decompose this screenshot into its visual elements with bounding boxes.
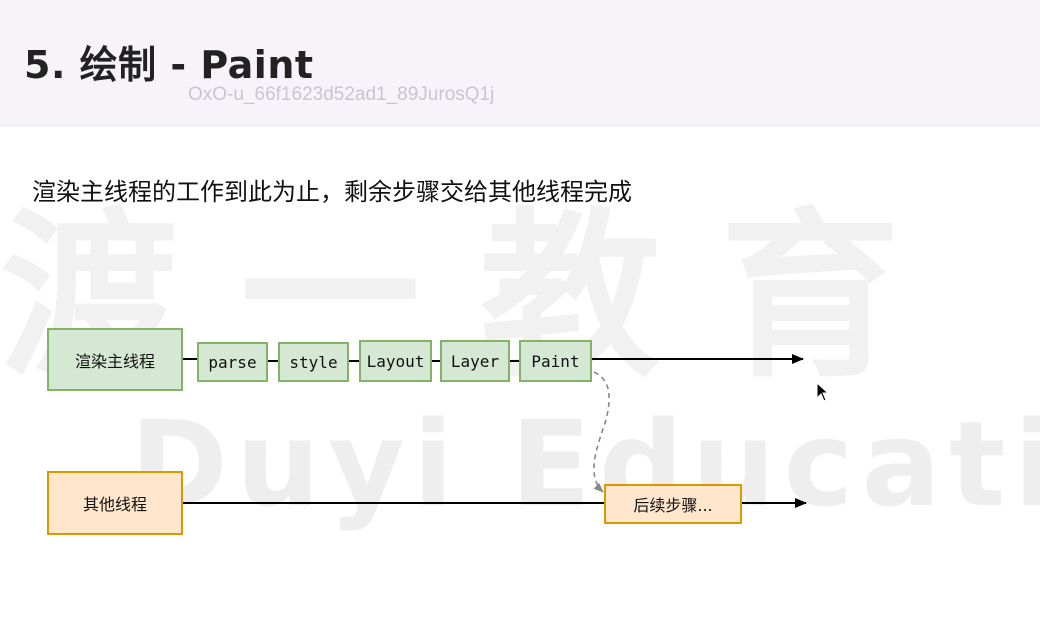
stage-layout: Layout [359, 340, 432, 382]
next-step-box: 后续步骤... [604, 484, 742, 524]
stage-layer: Layer [440, 340, 510, 382]
main-thread-label: 渲染主线程 [74, 351, 155, 371]
other-threads-label: 其他线程 [82, 495, 147, 514]
stage-style-label: style [289, 352, 338, 372]
slide-title: 5. 绘制 - Paint [24, 43, 314, 87]
session-id-watermark: OxO-u_66f1623d52ad1_89JurosQ1j [188, 84, 495, 105]
stage-parse-label: parse [208, 352, 257, 372]
stage-paint: Paint [519, 340, 592, 382]
main-thread-box: 渲染主线程 [47, 328, 183, 391]
stage-parse: parse [197, 342, 268, 382]
paint-to-next-dashed-arrow [593, 371, 610, 493]
mouse-cursor-icon [816, 382, 830, 402]
stage-layer-label: Layer [450, 351, 500, 371]
next-step-label: 后续步骤... [633, 496, 713, 515]
slide-header: 5. 绘制 - Paint OxO-u_66f1623d52ad1_89Juro… [0, 0, 1040, 126]
other-threads-box: 其他线程 [47, 471, 183, 535]
watermark-en: Duyi Education [130, 395, 1040, 533]
slide-subtitle: 渲染主线程的工作到此为止，剩余步骤交给其他线程完成 [32, 178, 632, 206]
stage-style: style [278, 342, 349, 382]
stage-paint-label: Paint [531, 351, 580, 371]
stage-layout-label: Layout [366, 351, 425, 371]
